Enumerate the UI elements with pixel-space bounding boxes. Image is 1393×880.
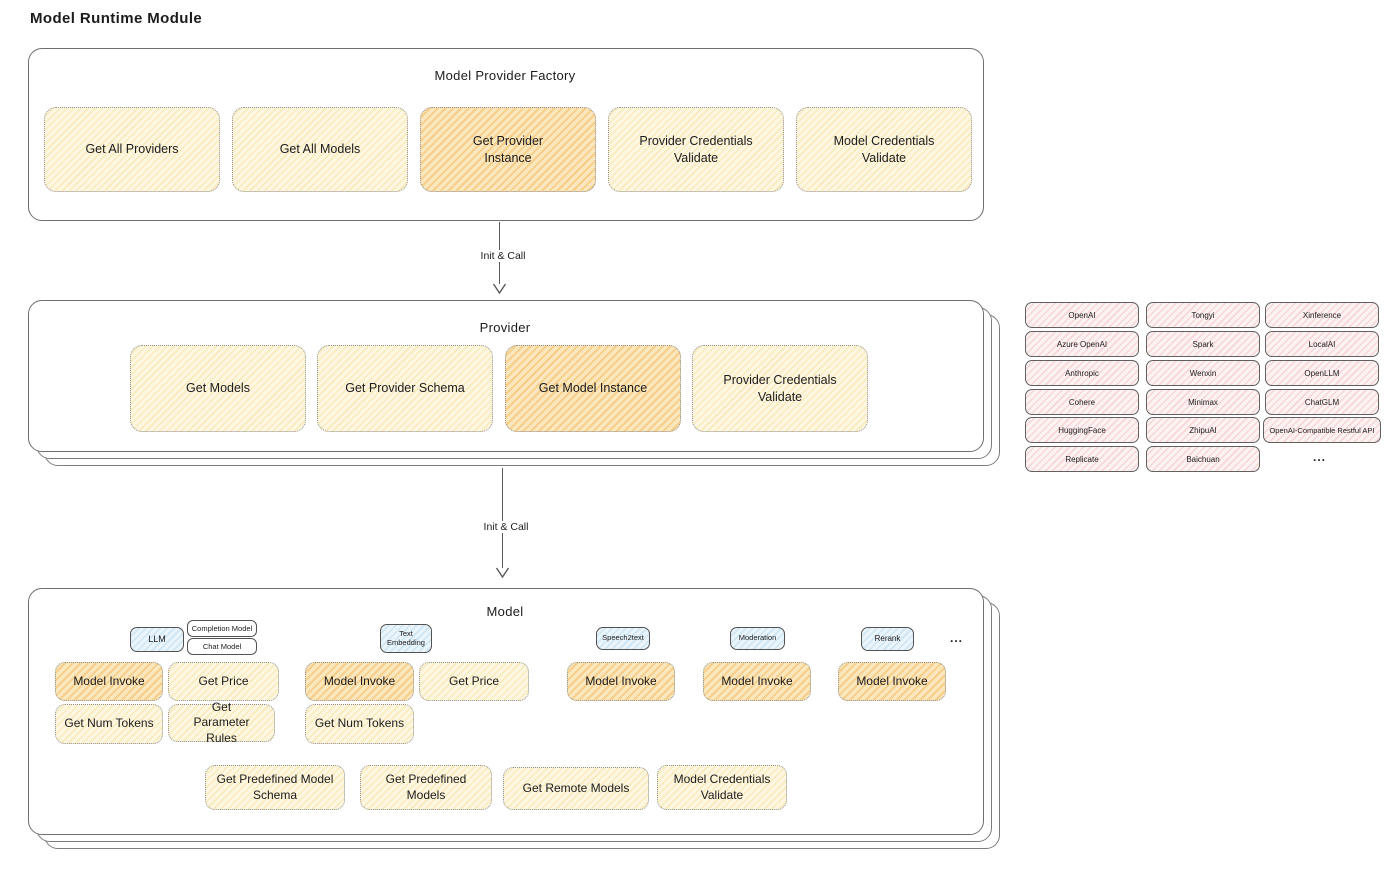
provider-openai-compatible-restful-api: OpenAI-Compatible Restful API [1263, 417, 1381, 443]
factory-box-get-provider-instance: Get Provider Instance [420, 107, 596, 192]
provider-cohere: Cohere [1025, 389, 1139, 415]
factory-box-get-all-providers: Get All Providers [44, 107, 220, 192]
tab-text-embedding: Text Embedding [380, 624, 432, 653]
diagram-title: Model Runtime Module [30, 10, 203, 27]
model-box-get-remote-models: Get Remote Models [503, 767, 649, 810]
rerank-model-invoke: Model Invoke [838, 662, 946, 701]
provider-anthropic: Anthropic [1025, 360, 1139, 386]
factory-box-provider-credentials-validate: Provider Credentials Validate [608, 107, 784, 192]
provider-xinference: Xinference [1265, 302, 1379, 328]
tab-chat-model: Chat Model [187, 638, 257, 655]
provider-box-get-model-instance: Get Model Instance [505, 345, 681, 432]
speech2text-model-invoke: Model Invoke [567, 662, 675, 701]
provider-baichuan: Baichuan [1146, 446, 1260, 472]
llm-get-num-tokens: Get Num Tokens [55, 704, 163, 744]
embedding-get-num-tokens: Get Num Tokens [305, 704, 414, 744]
llm-model-invoke: Model Invoke [55, 662, 163, 701]
llm-get-price: Get Price [168, 662, 279, 701]
moderation-model-invoke: Model Invoke [703, 662, 811, 701]
provider-openllm: OpenLLM [1265, 360, 1379, 386]
provider-tongyi: Tongyi [1146, 302, 1260, 328]
factory-box-model-credentials-validate: Model Credentials Validate [796, 107, 972, 192]
provider-huggingface: HuggingFace [1025, 417, 1139, 443]
provider-chatglm: ChatGLM [1265, 389, 1379, 415]
llm-get-parameter-rules: Get Parameter Rules [168, 700, 275, 745]
provider-spark: Spark [1146, 331, 1260, 357]
provider-card-title: Provider [479, 320, 531, 335]
provider-localai: LocalAI [1265, 331, 1379, 357]
providers-more-ellipsis: ... [1313, 450, 1327, 464]
provider-wenxin: Wenxin [1146, 360, 1260, 386]
tab-moderation: Moderation [730, 627, 785, 650]
model-tabs-more-ellipsis: ... [950, 631, 964, 645]
embedding-model-invoke: Model Invoke [305, 662, 414, 701]
arrow-line-2 [502, 468, 503, 568]
provider-azure-openai: Azure OpenAI [1025, 331, 1139, 357]
arrow-head-icon [492, 283, 507, 294]
model-card-title: Model [486, 604, 524, 619]
arrow-head-icon [495, 567, 510, 578]
provider-openai: OpenAI [1025, 302, 1139, 328]
arrow-label-init-call-1: Init & Call [468, 250, 538, 262]
model-box-get-predefined-models: Get Predefined Models [360, 765, 492, 810]
provider-box-provider-credentials-validate: Provider Credentials Validate [692, 345, 868, 432]
embedding-get-price: Get Price [419, 662, 529, 701]
provider-minimax: Minimax [1146, 389, 1260, 415]
model-box-get-predefined-model-schema: Get Predefined Model Schema [205, 765, 345, 810]
factory-card-title: Model Provider Factory [434, 68, 576, 83]
tab-rerank: Rerank [861, 627, 914, 651]
provider-box-get-models: Get Models [130, 345, 306, 432]
tab-speech2text: Speech2text [596, 627, 650, 650]
provider-replicate: Replicate [1025, 446, 1139, 472]
provider-box-get-provider-schema: Get Provider Schema [317, 345, 493, 432]
model-box-model-credentials-validate: Model Credentials Validate [657, 765, 787, 810]
tab-completion-model: Completion Model [187, 620, 257, 637]
provider-zhipuai: ZhipuAI [1146, 417, 1260, 443]
tab-llm: LLM [130, 627, 184, 652]
factory-box-get-all-models: Get All Models [232, 107, 408, 192]
arrow-label-init-call-2: Init & Call [471, 521, 541, 533]
